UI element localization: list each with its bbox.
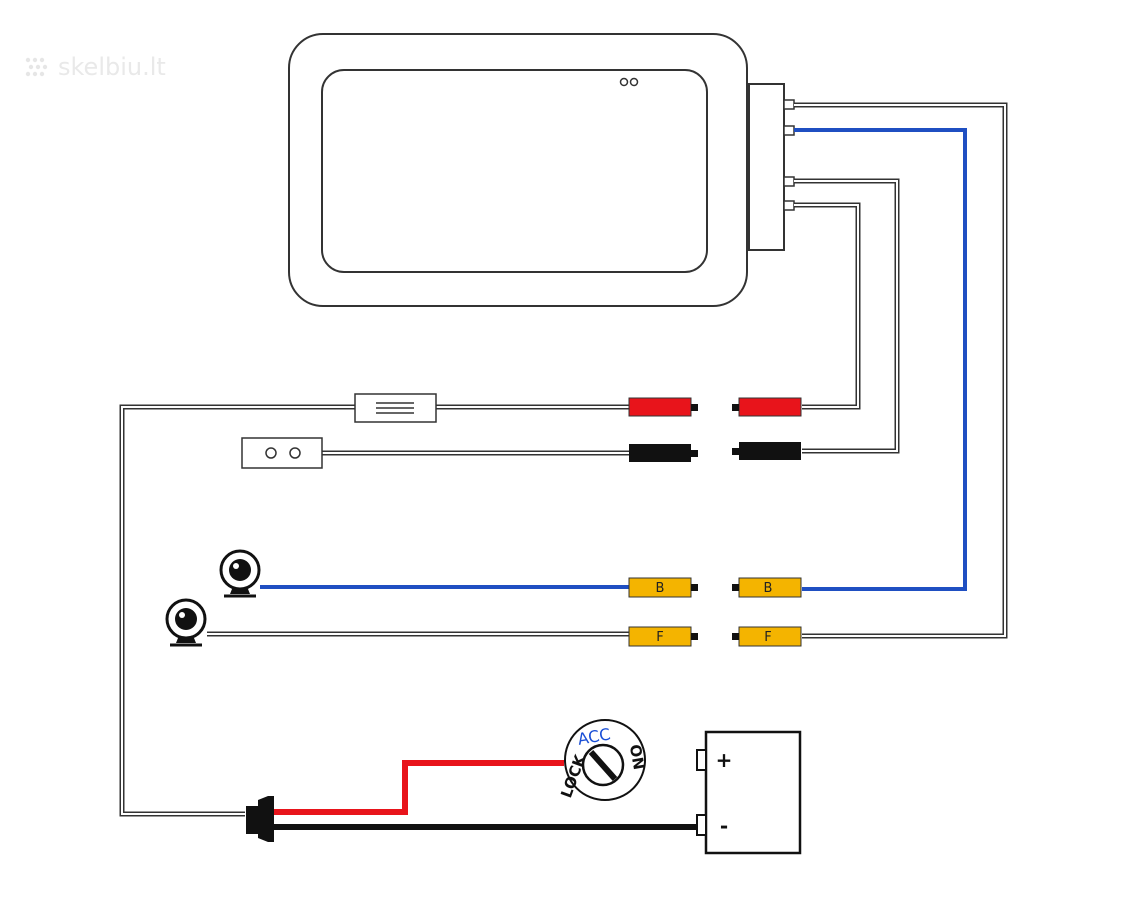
battery-plus-label: + [716, 748, 733, 772]
watermark-text: skelbiu.lt [58, 53, 166, 81]
wire-acc-red [272, 760, 564, 815]
monitor-connector-block [748, 83, 785, 251]
front-camera-icon [165, 598, 207, 647]
monitor-unit [288, 33, 795, 307]
connector-ground-right [732, 442, 801, 460]
ignition-on-label: ON [626, 743, 648, 771]
connector-rear-right-label: B [764, 581, 773, 596]
monitor-led-1 [619, 77, 629, 87]
watermark-dots-icon [25, 57, 48, 77]
connector-front-right-label: F [764, 630, 771, 645]
wire-power-core [794, 204, 859, 408]
battery-terminal-positive [696, 749, 707, 771]
battery-terminal-negative [696, 814, 707, 836]
port-rear-feed [783, 99, 795, 110]
connector-power-left [628, 397, 698, 417]
connector-front-left: F [628, 626, 698, 647]
monitor-screen [321, 69, 708, 273]
switch-module-hole-1 [265, 447, 277, 459]
wire-front-camera-core [794, 104, 1006, 637]
watermark: skelbiu.lt [22, 52, 166, 82]
battery: + - [696, 730, 802, 855]
harness-plug [246, 796, 274, 842]
connector-ground-left [629, 444, 698, 462]
wire-fused-power-core [121, 406, 629, 815]
ignition-key-slot [588, 750, 618, 781]
port-power [783, 200, 795, 211]
wire-rear-camera-video [794, 128, 967, 591]
switch-module-hole-2 [289, 447, 301, 459]
port-rear-video [783, 125, 795, 136]
connector-rear-left-label: B [656, 581, 665, 596]
connector-front-right: F [732, 626, 802, 647]
port-ground [783, 176, 795, 187]
connector-rear-right: B [732, 577, 802, 598]
connector-rear-left: B [628, 577, 698, 598]
battery-minus-label: - [720, 814, 728, 838]
switch-module [241, 437, 323, 469]
inline-fuse [354, 393, 437, 423]
ignition-switch: ACC ON LOCK [557, 719, 648, 801]
wire-ground-core [794, 180, 898, 452]
connector-power-right [732, 397, 802, 417]
monitor-led-2 [629, 77, 639, 87]
wire-power-double [794, 202, 861, 410]
rear-camera-icon [219, 549, 261, 598]
wire-ground-double [794, 178, 900, 454]
connector-front-left-label: F [656, 630, 663, 645]
